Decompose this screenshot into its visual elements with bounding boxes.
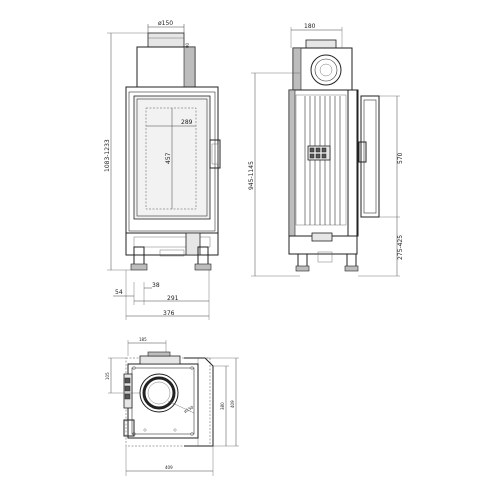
top-body [127,363,199,439]
top-flue-diameter: ø150 [183,404,195,414]
dim-flue-diameter: ø150 [158,20,173,27]
dim-top-small: 90 [185,42,190,48]
dim-left-offset: 54 [115,289,123,296]
firebox-outline [145,107,197,210]
dim-left-105: 105 [105,372,110,380]
dim-bottom-409: 409 [165,465,173,470]
front-view: ø150 90 1083-1233 289 457 38 54 291 376 [104,20,221,320]
dim-bottom-range: 275-425 [397,235,404,260]
dim-height-range: 1083-1233 [104,139,111,172]
flue-outlet-circle [310,54,342,86]
side-view: 180 945-1145 570 275-425 [248,23,404,277]
door-projection [360,95,380,218]
dim-inner-width: 291 [167,295,179,302]
door-handle [209,139,221,169]
dim-glass-height: 457 [165,152,172,164]
dim-total-width: 376 [163,310,175,317]
dim-top-185: 185 [139,337,147,342]
side-body [288,89,358,237]
dim-top-width: 180 [304,23,316,30]
dim-side-height-range: 945-1145 [248,161,255,190]
dim-right-409: 409 [230,400,235,408]
dim-right-380: 380 [220,402,225,410]
dim-door-height: 570 [397,152,404,164]
flue-collar [147,32,185,48]
top-view: ø150 185 105 380 409 409 [105,337,239,476]
top-flue-circle [139,373,179,413]
dim-glass-width: 289 [181,119,193,126]
dim-leg-offset: 38 [152,282,160,289]
